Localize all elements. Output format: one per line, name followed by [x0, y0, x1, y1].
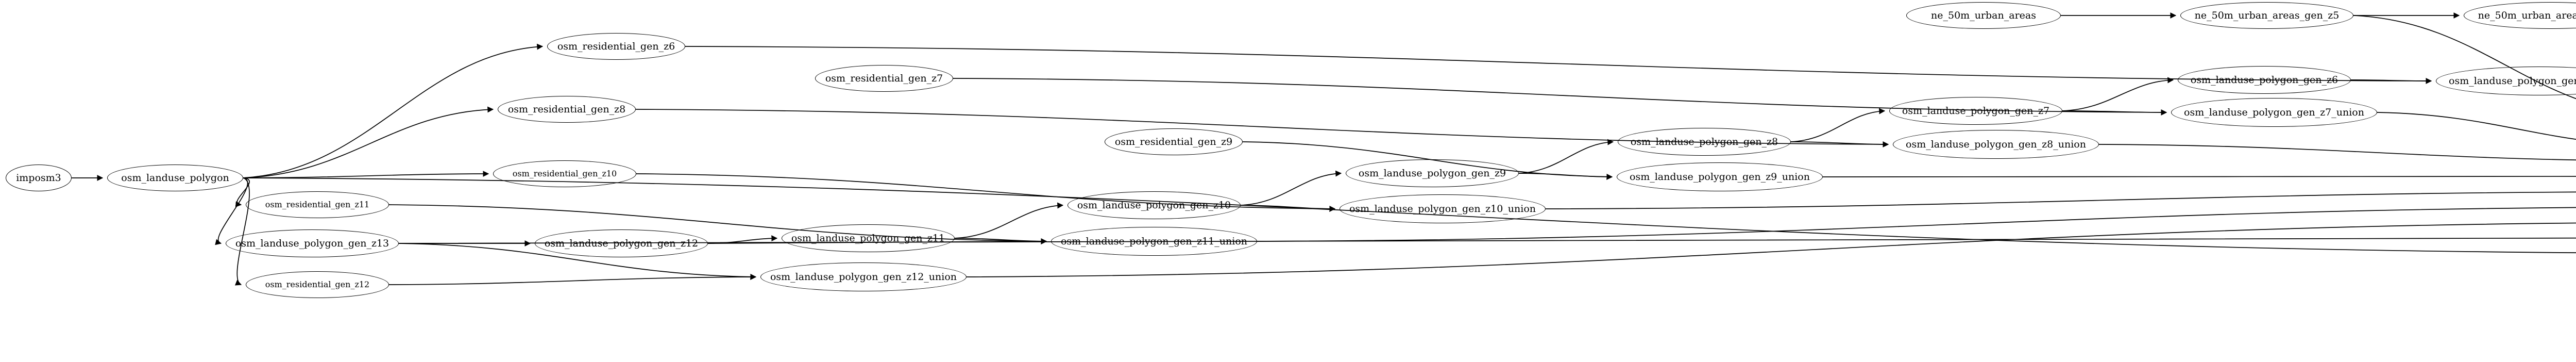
edge-osm_landuse_polygon_gen_z11-to-osm_landuse_polygon_gen_z11_union — [954, 238, 1047, 244]
edge-osm_landuse_polygon_gen_z7-to-osm_landuse_polygon_gen_z7_union — [2062, 109, 2167, 116]
node-label: ne_50m_urban_areas — [1931, 9, 2036, 21]
node-label: osm_landuse_polygon_gen_z10_union — [1349, 203, 1536, 215]
node-label: osm_residential_gen_z7 — [825, 72, 943, 84]
node-osm-landuse-polygon-gen-z9-union[interactable]: osm_landuse_polygon_gen_z9_union — [1617, 162, 1823, 191]
node-label: osm_landuse_polygon_gen_z6 — [2190, 74, 2338, 86]
edge-osm_residential_gen_z12-to-osm_landuse_polygon_gen_z12_union — [388, 274, 757, 285]
node-label: osm_residential_gen_z6 — [557, 40, 675, 52]
node-label: osm_landuse_polygon_gen_z7_union — [2184, 106, 2364, 118]
node-osm-landuse-polygon-gen-z11-union[interactable]: osm_landuse_polygon_gen_z11_union — [1051, 227, 1257, 256]
edge-osm_landuse_polygon_gen_z8-to-osm_landuse_polygon_gen_z7 — [1790, 108, 1886, 142]
node-osm-landuse-polygon-gen-z7-union[interactable]: osm_landuse_polygon_gen_z7_union — [2171, 98, 2377, 127]
node-osm-residential-gen-z7[interactable]: osm_residential_gen_z7 — [815, 65, 953, 92]
node-ne-50m-urban-areas[interactable]: ne_50m_urban_areas — [1906, 2, 2061, 29]
edge-osm_landuse_polygon_gen_z10_union-to-layer_landuse_z10 — [1545, 191, 2576, 209]
node-ne-50m-urban-areas-gen-z5[interactable]: ne_50m_urban_areas_gen_z5 — [2180, 2, 2353, 29]
node-label: osm_residential_gen_z11 — [265, 200, 370, 209]
node-label: osm_landuse_polygon_gen_z6_union — [2449, 75, 2576, 87]
node-label: imposm3 — [16, 172, 61, 184]
node-label: osm_landuse_polygon_gen_z13 — [235, 237, 389, 249]
node-osm-residential-gen-z9[interactable]: osm_residential_gen_z9 — [1105, 128, 1243, 155]
node-osm-landuse-polygon-gen-z10-union[interactable]: osm_landuse_polygon_gen_z10_union — [1340, 194, 1546, 223]
node-label: osm_landuse_polygon_gen_z9_union — [1630, 171, 1810, 183]
node-osm-landuse-polygon-gen-z13[interactable]: osm_landuse_polygon_gen_z13 — [226, 229, 399, 257]
node-osm-landuse-polygon[interactable]: osm_landuse_polygon — [107, 164, 243, 191]
edge-osm_landuse_polygon_gen_z7-to-osm_landuse_polygon_gen_z6 — [2062, 77, 2174, 111]
node-label: ne_50m_urban_areas_gen_z5 — [2194, 9, 2340, 21]
node-osm-residential-gen-z8[interactable]: osm_residential_gen_z8 — [498, 96, 636, 123]
node-label: osm_landuse_polygon_gen_z12_union — [770, 271, 957, 283]
node-label: osm_residential_gen_z9 — [1114, 136, 1233, 147]
node-label: osm_residential_gen_z10 — [512, 169, 617, 178]
edge-osm_landuse_polygon_gen_z12_union-to-layer_landuse_z12 — [966, 222, 2576, 277]
node-label: osm_landuse_polygon_gen_z12 — [544, 237, 699, 249]
node-label: osm_landuse_polygon_gen_z11 — [791, 232, 945, 244]
edge-osm_landuse_polygon_gen_z11_union-to-layer_landuse_z11 — [1257, 207, 2576, 242]
node-osm-residential-gen-z11[interactable]: osm_residential_gen_z11 — [246, 191, 389, 218]
edge-osm_landuse_polygon_gen_z10-to-osm_landuse_polygon_gen_z10_union — [1240, 205, 1336, 212]
node-osm-residential-gen-z6[interactable]: osm_residential_gen_z6 — [547, 33, 685, 60]
edge-osm_landuse_polygon_gen_z10-to-osm_landuse_polygon_gen_z9 — [1240, 170, 1342, 206]
edge-osm_landuse_polygon_gen_z11-to-osm_landuse_polygon_gen_z10 — [954, 202, 1064, 239]
edge-osm_landuse_polygon-to-osm_residential_gen_z10 — [243, 171, 489, 178]
node-osm-landuse-polygon-gen-z8-union[interactable]: osm_landuse_polygon_gen_z8_union — [1893, 130, 2099, 159]
edge-osm_landuse_polygon_gen_z13-to-osm_landuse_polygon_gen_z12_union — [398, 243, 757, 280]
edge-osm_landuse_polygon-to-osm_residential_gen_z11 — [235, 177, 250, 207]
node-label: osm_landuse_polygon_gen_z10 — [1077, 199, 1231, 211]
node-osm-landuse-polygon-gen-z6[interactable]: osm_landuse_polygon_gen_z6 — [2178, 66, 2351, 94]
node-osm-landuse-polygon-gen-z11[interactable]: osm_landuse_polygon_gen_z11 — [782, 224, 955, 252]
edge-osm_landuse_polygon_gen_z9-to-osm_landuse_polygon_gen_z8 — [1518, 139, 1614, 174]
node-label: osm_landuse_polygon_gen_z9 — [1358, 167, 1506, 179]
node-label: osm_landuse_polygon_gen_z8 — [1630, 136, 1778, 147]
node-osm-landuse-polygon-gen-z12-union[interactable]: osm_landuse_polygon_gen_z12_union — [760, 262, 967, 291]
node-label: osm_landuse_polygon_gen_z8_union — [1906, 138, 2086, 150]
edge-osm_landuse_polygon_gen_z7_union-to-layer_landuse_z7 — [2377, 112, 2576, 140]
edge-osm_landuse_polygon_gen_z8_union-to-layer_landuse_z8 — [2098, 144, 2576, 161]
edge-osm_landuse_polygon_gen_z9_union-to-layer_landuse_z9 — [1822, 176, 2576, 177]
edge-osm_landuse_polygon-to-osm_residential_gen_z12 — [234, 177, 250, 286]
node-imposm3[interactable]: imposm3 — [6, 164, 72, 191]
edge-osm_landuse_polygon_gen_z9-to-osm_landuse_polygon_gen_z9_union — [1518, 173, 1613, 180]
edge-osm_landuse_polygon_gen_z6-to-osm_landuse_polygon_gen_z6_union — [2350, 78, 2432, 84]
node-osm-residential-gen-z10[interactable]: osm_residential_gen_z10 — [493, 160, 636, 187]
node-osm-landuse-polygon-gen-z12[interactable]: osm_landuse_polygon_gen_z12 — [535, 229, 708, 257]
node-osm-landuse-polygon-gen-z8[interactable]: osm_landuse_polygon_gen_z8 — [1618, 128, 1791, 156]
node-label: osm_landuse_polygon_gen_z7 — [1902, 105, 2050, 117]
node-osm-landuse-polygon-gen-z7[interactable]: osm_landuse_polygon_gen_z7 — [1889, 97, 2062, 125]
edge-osm_landuse_polygon-to-osm_residential_gen_z8 — [243, 106, 494, 178]
node-osm-landuse-polygon-gen-z9[interactable]: osm_landuse_polygon_gen_z9 — [1346, 159, 1519, 187]
edge-osm_landuse_polygon-to-osm_residential_gen_z6 — [243, 43, 544, 178]
edge-osm_residential_gen_z6-to-osm_landuse_polygon_gen_z6_union — [685, 46, 2432, 84]
node-label: osm_residential_gen_z8 — [507, 103, 626, 115]
node-label: osm_landuse_polygon_gen_z11_union — [1060, 235, 1248, 247]
node-osm-residential-gen-z12[interactable]: osm_residential_gen_z12 — [246, 271, 389, 298]
edge-ne_50m_urban_areas_gen_z5-to-layer_landuse_z5 — [2353, 15, 2576, 100]
edge-osm_landuse_polygon_gen_z8-to-osm_landuse_polygon_gen_z8_union — [1790, 141, 1889, 147]
node-label: ne_50m_urban_areas_gen_z4 — [2478, 9, 2576, 21]
node-osm-landuse-polygon-gen-z10[interactable]: osm_landuse_polygon_gen_z10 — [1067, 191, 1241, 219]
node-label: osm_landuse_polygon — [121, 172, 229, 184]
node-label: osm_residential_gen_z12 — [265, 279, 370, 289]
